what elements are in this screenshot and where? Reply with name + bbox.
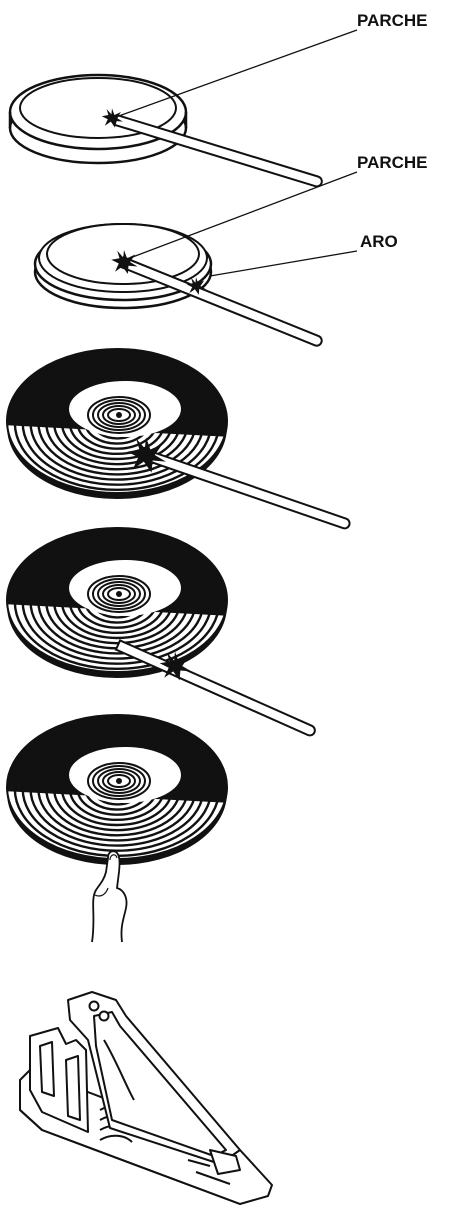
cymbal-icon — [2, 528, 232, 682]
pedal-icon — [20, 992, 272, 1204]
cymbal-bow-hit-figure — [2, 349, 351, 530]
cymbal-edge-hit-figure — [2, 528, 316, 737]
cymbal-choke-figure — [2, 715, 232, 942]
leader-line-head-2 — [130, 172, 357, 258]
label-head-2: PARCHE — [357, 153, 428, 172]
label-rim: ARO — [360, 232, 398, 251]
cymbal-icon — [2, 349, 232, 503]
leader-line-head-1 — [116, 30, 357, 117]
drum-pad-icon — [10, 75, 186, 163]
cymbal-icon — [2, 715, 232, 869]
label-head-1: PARCHE — [357, 11, 428, 30]
pad-rim-hit-figure: PARCHE ARO — [35, 153, 428, 347]
stick-icon — [144, 450, 351, 529]
leader-line-rim — [210, 251, 357, 276]
kick-pedal-figure — [20, 992, 272, 1204]
